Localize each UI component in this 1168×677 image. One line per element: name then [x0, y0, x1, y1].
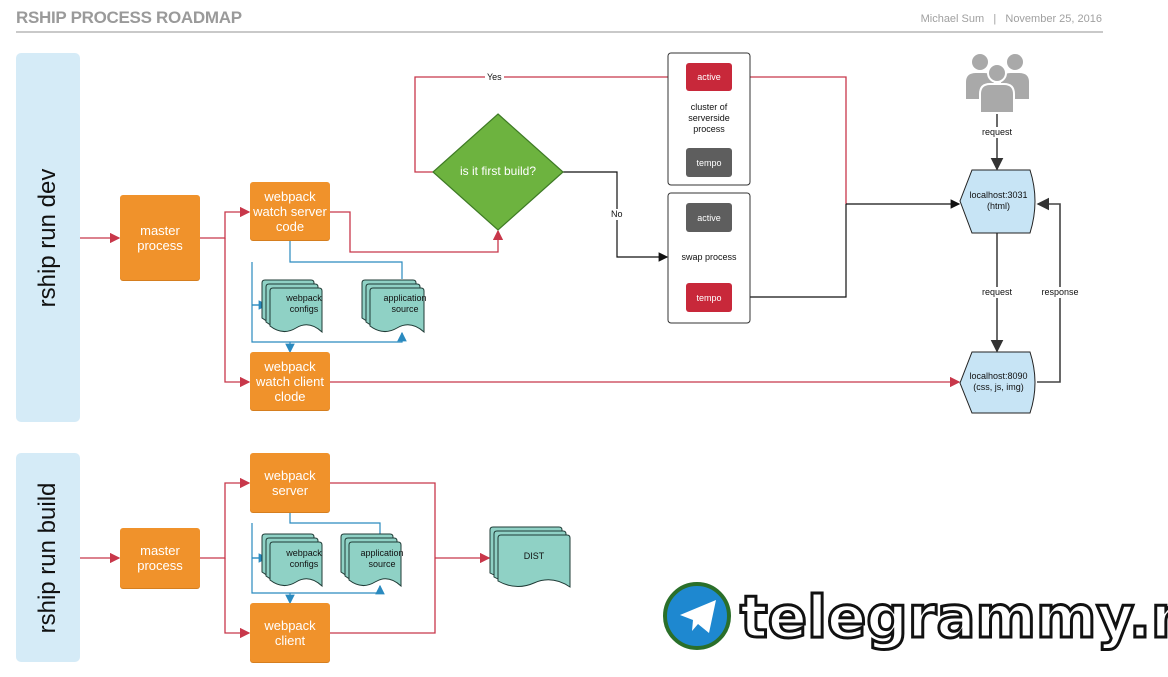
separator: |: [993, 13, 997, 25]
webpack-server[interactable]: webpack server: [250, 453, 330, 512]
html-server-shape: [959, 169, 1036, 234]
edge-master-watch-client: [224, 238, 251, 388]
dev-master-process[interactable]: master process: [120, 195, 200, 280]
dev-configs-doc: [261, 279, 323, 334]
doc-page: [369, 287, 425, 334]
edge-master-build-client: [224, 558, 251, 639]
lane-dev: rship run dev: [16, 53, 80, 422]
html-server-host: localhost:3031: [969, 190, 1028, 200]
header-divider: [16, 31, 1103, 33]
asset-server-shape: [959, 351, 1036, 414]
edge-dev-server-docs: [251, 240, 403, 352]
request-label-assets: request: [972, 287, 1022, 298]
edge-tempo-out: [732, 204, 847, 298]
watermark: telegrammy.net: [738, 582, 1168, 653]
html-server[interactable]: localhost:3031 (html): [960, 190, 1037, 212]
lane-build: rship run build: [16, 453, 80, 662]
date: November 25, 2016: [1005, 13, 1102, 25]
cluster-tempo[interactable]: tempo: [686, 148, 732, 177]
decision-diamond: [432, 113, 564, 231]
no-label: No: [611, 209, 623, 220]
build-configs-label: webpack configs: [286, 548, 322, 569]
html-server-type: (html): [987, 201, 1010, 211]
edge-master-watch-server: [200, 206, 251, 239]
dist-label: DIST: [523, 551, 545, 561]
asset-server-host: localhost:8090: [969, 371, 1028, 381]
build-master-process[interactable]: master process: [120, 528, 200, 588]
cluster-label: cluster of serverside process: [688, 102, 730, 134]
doc-page: [269, 287, 323, 334]
edge-build-docs: [251, 512, 381, 603]
swap-tempo[interactable]: tempo: [686, 283, 732, 312]
response-label: response: [1038, 287, 1082, 298]
users-icon: [966, 54, 1029, 114]
edge-master-build-server: [200, 477, 251, 559]
asset-server[interactable]: localhost:8090 (css, js, img): [960, 371, 1037, 393]
asset-server-type: (css, js, img): [973, 382, 1024, 392]
request-label-users: request: [972, 127, 1022, 138]
cluster-active[interactable]: active: [686, 63, 732, 91]
build-source-label: application source: [360, 548, 404, 569]
edge-server-dist: [330, 482, 489, 634]
watch-server-code[interactable]: webpack watch server code: [250, 182, 330, 240]
header-meta: Michael Sum | November 25, 2016: [921, 13, 1102, 25]
author: Michael Sum: [920, 13, 985, 25]
doc-page: [497, 534, 571, 588]
dev-source-doc: [361, 279, 425, 334]
webpack-client[interactable]: webpack client: [250, 603, 330, 662]
edge-active-out: [732, 76, 847, 204]
dev-source-label: application source: [383, 293, 427, 314]
dist-doc: [489, 526, 571, 588]
doc-page: [269, 541, 323, 588]
watch-client-code[interactable]: webpack watch client clode: [250, 352, 330, 410]
edge-server-decision: [330, 211, 504, 253]
edge-yes: [414, 71, 687, 173]
build-source-doc: [340, 533, 402, 588]
swap-label: swap process: [681, 252, 737, 262]
build-configs-doc: [261, 533, 323, 588]
doc-page: [348, 541, 402, 588]
telegram-logo: [663, 582, 731, 650]
swap-active[interactable]: active: [686, 203, 732, 232]
page-title: RSHIP PROCESS ROADMAP: [16, 8, 242, 27]
yes-label: Yes: [485, 72, 504, 83]
dev-configs-label: webpack configs: [286, 293, 322, 314]
decision-label: is it first build?: [459, 164, 537, 178]
